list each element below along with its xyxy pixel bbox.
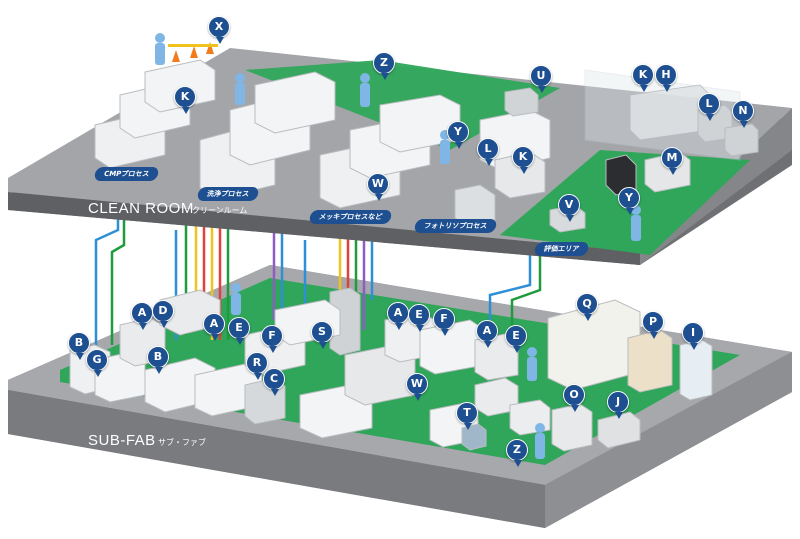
area-label-evaluation: 評価エリア — [533, 242, 590, 256]
marker-b-mid[interactable]: B — [147, 346, 169, 374]
marker-m[interactable]: M — [661, 147, 683, 175]
marker-y-right[interactable]: Y — [618, 187, 640, 215]
marker-l-right[interactable]: L — [698, 93, 720, 121]
marker-e-mid[interactable]: E — [228, 317, 250, 345]
cleaning-tools — [199, 71, 336, 199]
marker-f-right[interactable]: F — [433, 308, 455, 336]
marker-i[interactable]: I — [682, 322, 704, 350]
marker-k-photo[interactable]: K — [512, 146, 534, 174]
marker-t[interactable]: T — [456, 402, 478, 430]
left-cluster — [69, 289, 263, 417]
marker-f-mid[interactable]: F — [261, 325, 283, 353]
marker-j[interactable]: J — [607, 391, 629, 419]
sub-fab-subtitle: サブ・ファブ — [158, 438, 206, 447]
marker-k-top-right[interactable]: K — [632, 64, 654, 92]
sub-fab-title: SUB-FAB — [88, 432, 156, 449]
marker-s[interactable]: S — [311, 321, 333, 349]
marker-d[interactable]: D — [152, 300, 174, 328]
area-label-photo: フォトリソプロセス — [413, 219, 498, 233]
marker-k-top-left[interactable]: K — [174, 86, 196, 114]
marker-a-far[interactable]: A — [476, 320, 498, 348]
marker-c[interactable]: C — [263, 368, 285, 396]
marker-h[interactable]: H — [655, 64, 677, 92]
marker-n[interactable]: N — [732, 100, 754, 128]
marker-q[interactable]: Q — [576, 293, 598, 321]
marker-e-far[interactable]: E — [505, 325, 527, 353]
marker-e-right[interactable]: E — [408, 304, 430, 332]
marker-v[interactable]: V — [558, 194, 580, 222]
workers-top — [155, 33, 641, 241]
marker-w-bottom[interactable]: W — [406, 373, 428, 401]
large-tools — [461, 299, 713, 452]
marker-y-center[interactable]: Y — [447, 121, 469, 149]
marker-o[interactable]: O — [563, 384, 585, 412]
marker-u[interactable]: U — [530, 65, 552, 93]
marker-x[interactable]: X — [208, 16, 230, 44]
clean-room-title: CLEAN ROOM — [88, 200, 194, 217]
marker-b-left[interactable]: B — [68, 332, 90, 360]
marker-a-left[interactable]: A — [131, 302, 153, 330]
area-label-cmp: CMPプロセス — [93, 167, 160, 181]
marker-w-top[interactable]: W — [367, 173, 389, 201]
marker-g[interactable]: G — [86, 349, 108, 377]
workers-bottom — [231, 283, 545, 459]
area-label-plating: メッキプロセスなど — [308, 210, 393, 224]
marker-a-mid[interactable]: A — [203, 313, 225, 341]
marker-p[interactable]: P — [642, 311, 664, 339]
plating-tools — [319, 94, 461, 209]
marker-l-center[interactable]: L — [477, 138, 499, 166]
marker-a-right[interactable]: A — [387, 302, 409, 330]
clean-room-subtitle: クリーンルーム — [192, 206, 248, 215]
marker-z-bottom[interactable]: Z — [506, 439, 528, 467]
area-label-cleaning: 洗浄プロセス — [196, 187, 260, 201]
marker-r[interactable]: R — [246, 352, 268, 380]
safety-cones — [168, 42, 218, 62]
marker-z-top[interactable]: Z — [373, 52, 395, 80]
